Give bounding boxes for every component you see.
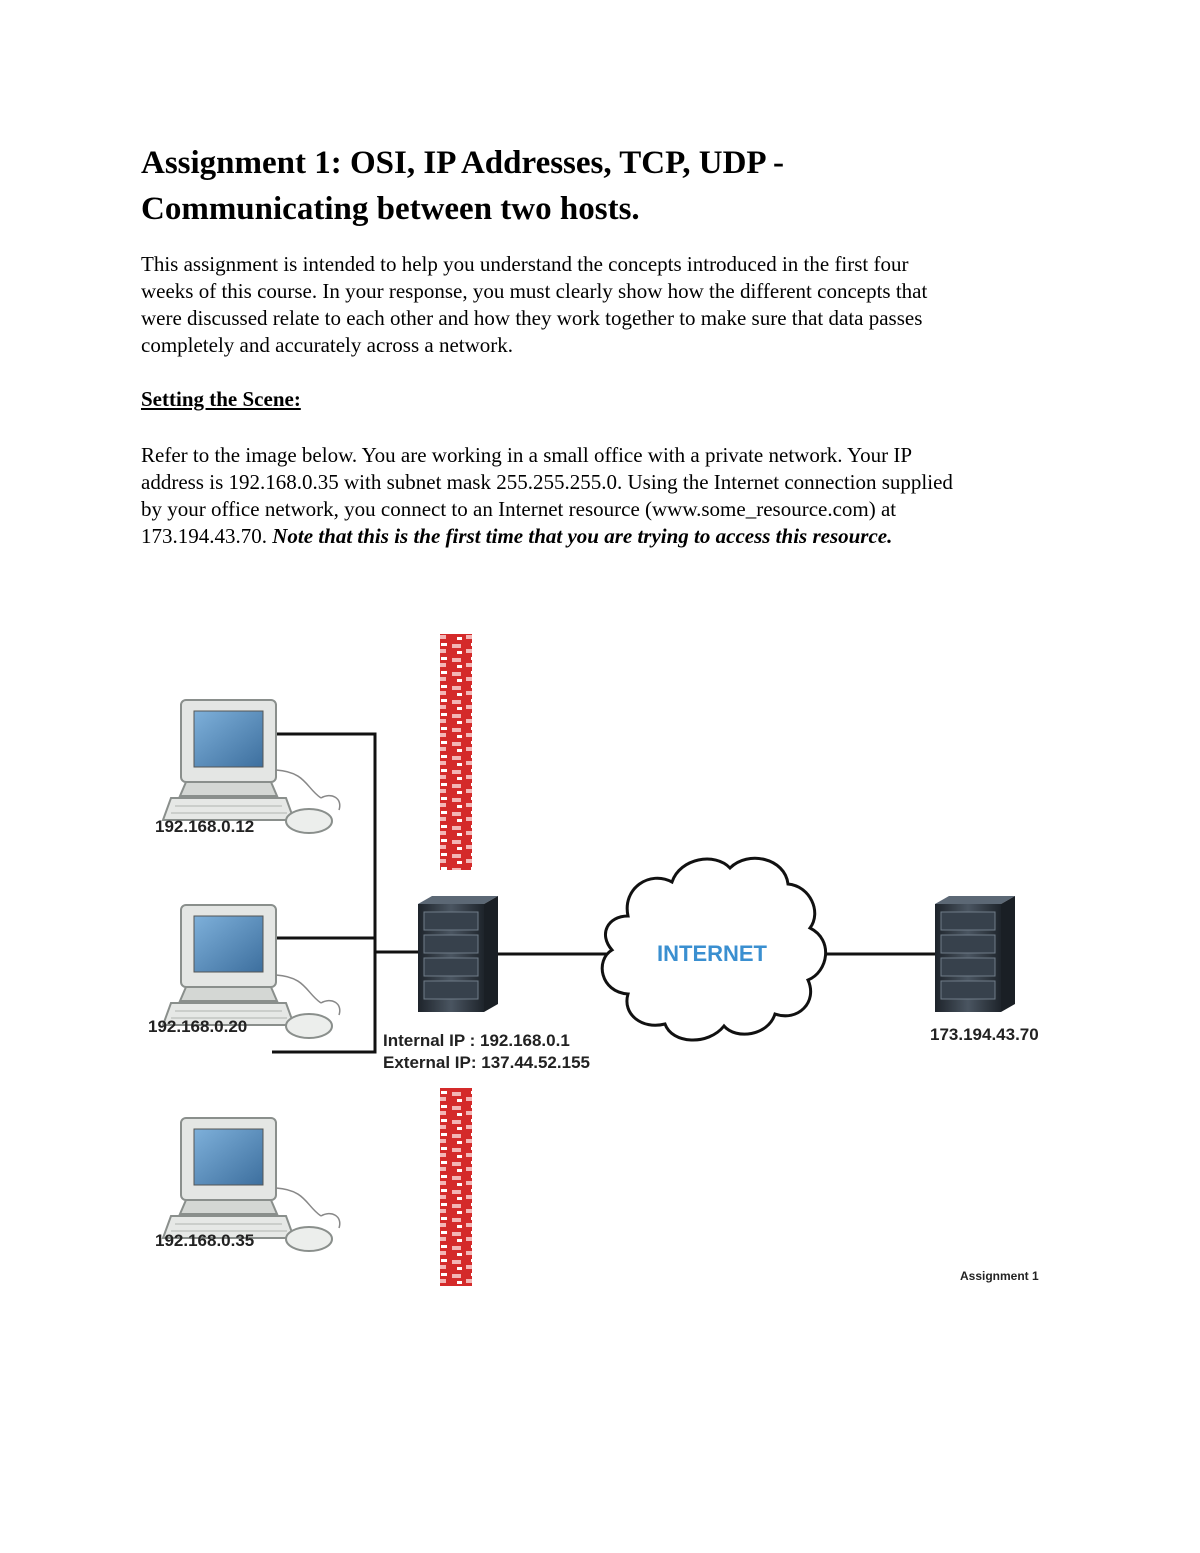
intro-paragraph: This assignment is intended to help you … xyxy=(141,251,1071,359)
section-heading: Setting the Scene: xyxy=(141,387,301,411)
title-line-2: Communicating between two hosts. xyxy=(141,191,640,227)
server-icon xyxy=(934,895,1016,1013)
router-internal-ip: Internal IP : 192.168.0.1 xyxy=(383,1031,570,1050)
intro-line: were discussed relate to each other and … xyxy=(141,306,923,330)
host-ip-label: 192.168.0.20 xyxy=(148,1017,247,1036)
firewall-icon xyxy=(440,634,472,870)
firewall-icon xyxy=(440,1088,472,1286)
scene-line: Refer to the image below. You are workin… xyxy=(141,443,913,467)
host-ip-label: 192.168.0.35 xyxy=(155,1231,254,1250)
scene-line: address is 192.168.0.35 with subnet mask… xyxy=(141,470,953,494)
scene-note: Note that this is the first time that yo… xyxy=(272,524,893,548)
cloud-icon xyxy=(600,856,828,1042)
scene-line: 173.194.43.70. xyxy=(141,524,273,548)
network-links xyxy=(272,732,937,1054)
host-ip-label: 192.168.0.12 xyxy=(155,817,254,836)
network-diagram: INTERNET 192.168.0.12 192.168.0.20 192.1… xyxy=(148,634,1039,1286)
server-icon xyxy=(417,895,499,1013)
assignment-title: Assignment 1: OSI, IP Addresses, TCP, UD… xyxy=(141,140,1101,232)
scene-paragraph: Refer to the image below. You are workin… xyxy=(141,442,1071,550)
diagram-caption: Assignment 1 xyxy=(960,1269,1039,1283)
intro-line: completely and accurately across a netwo… xyxy=(141,333,514,357)
intro-line: weeks of this course. In your response, … xyxy=(141,279,928,303)
server-ip-label: 173.194.43.70 xyxy=(930,1025,1039,1044)
intro-line: This assignment is intended to help you … xyxy=(141,252,909,276)
scene-line: by your office network, you connect to a… xyxy=(141,497,897,521)
computer-icon xyxy=(162,699,341,834)
cloud-label: INTERNET xyxy=(657,941,768,966)
router-external-ip: External IP: 137.44.52.155 xyxy=(383,1053,590,1072)
title-line-1: Assignment 1: OSI, IP Addresses, TCP, UD… xyxy=(141,145,785,181)
